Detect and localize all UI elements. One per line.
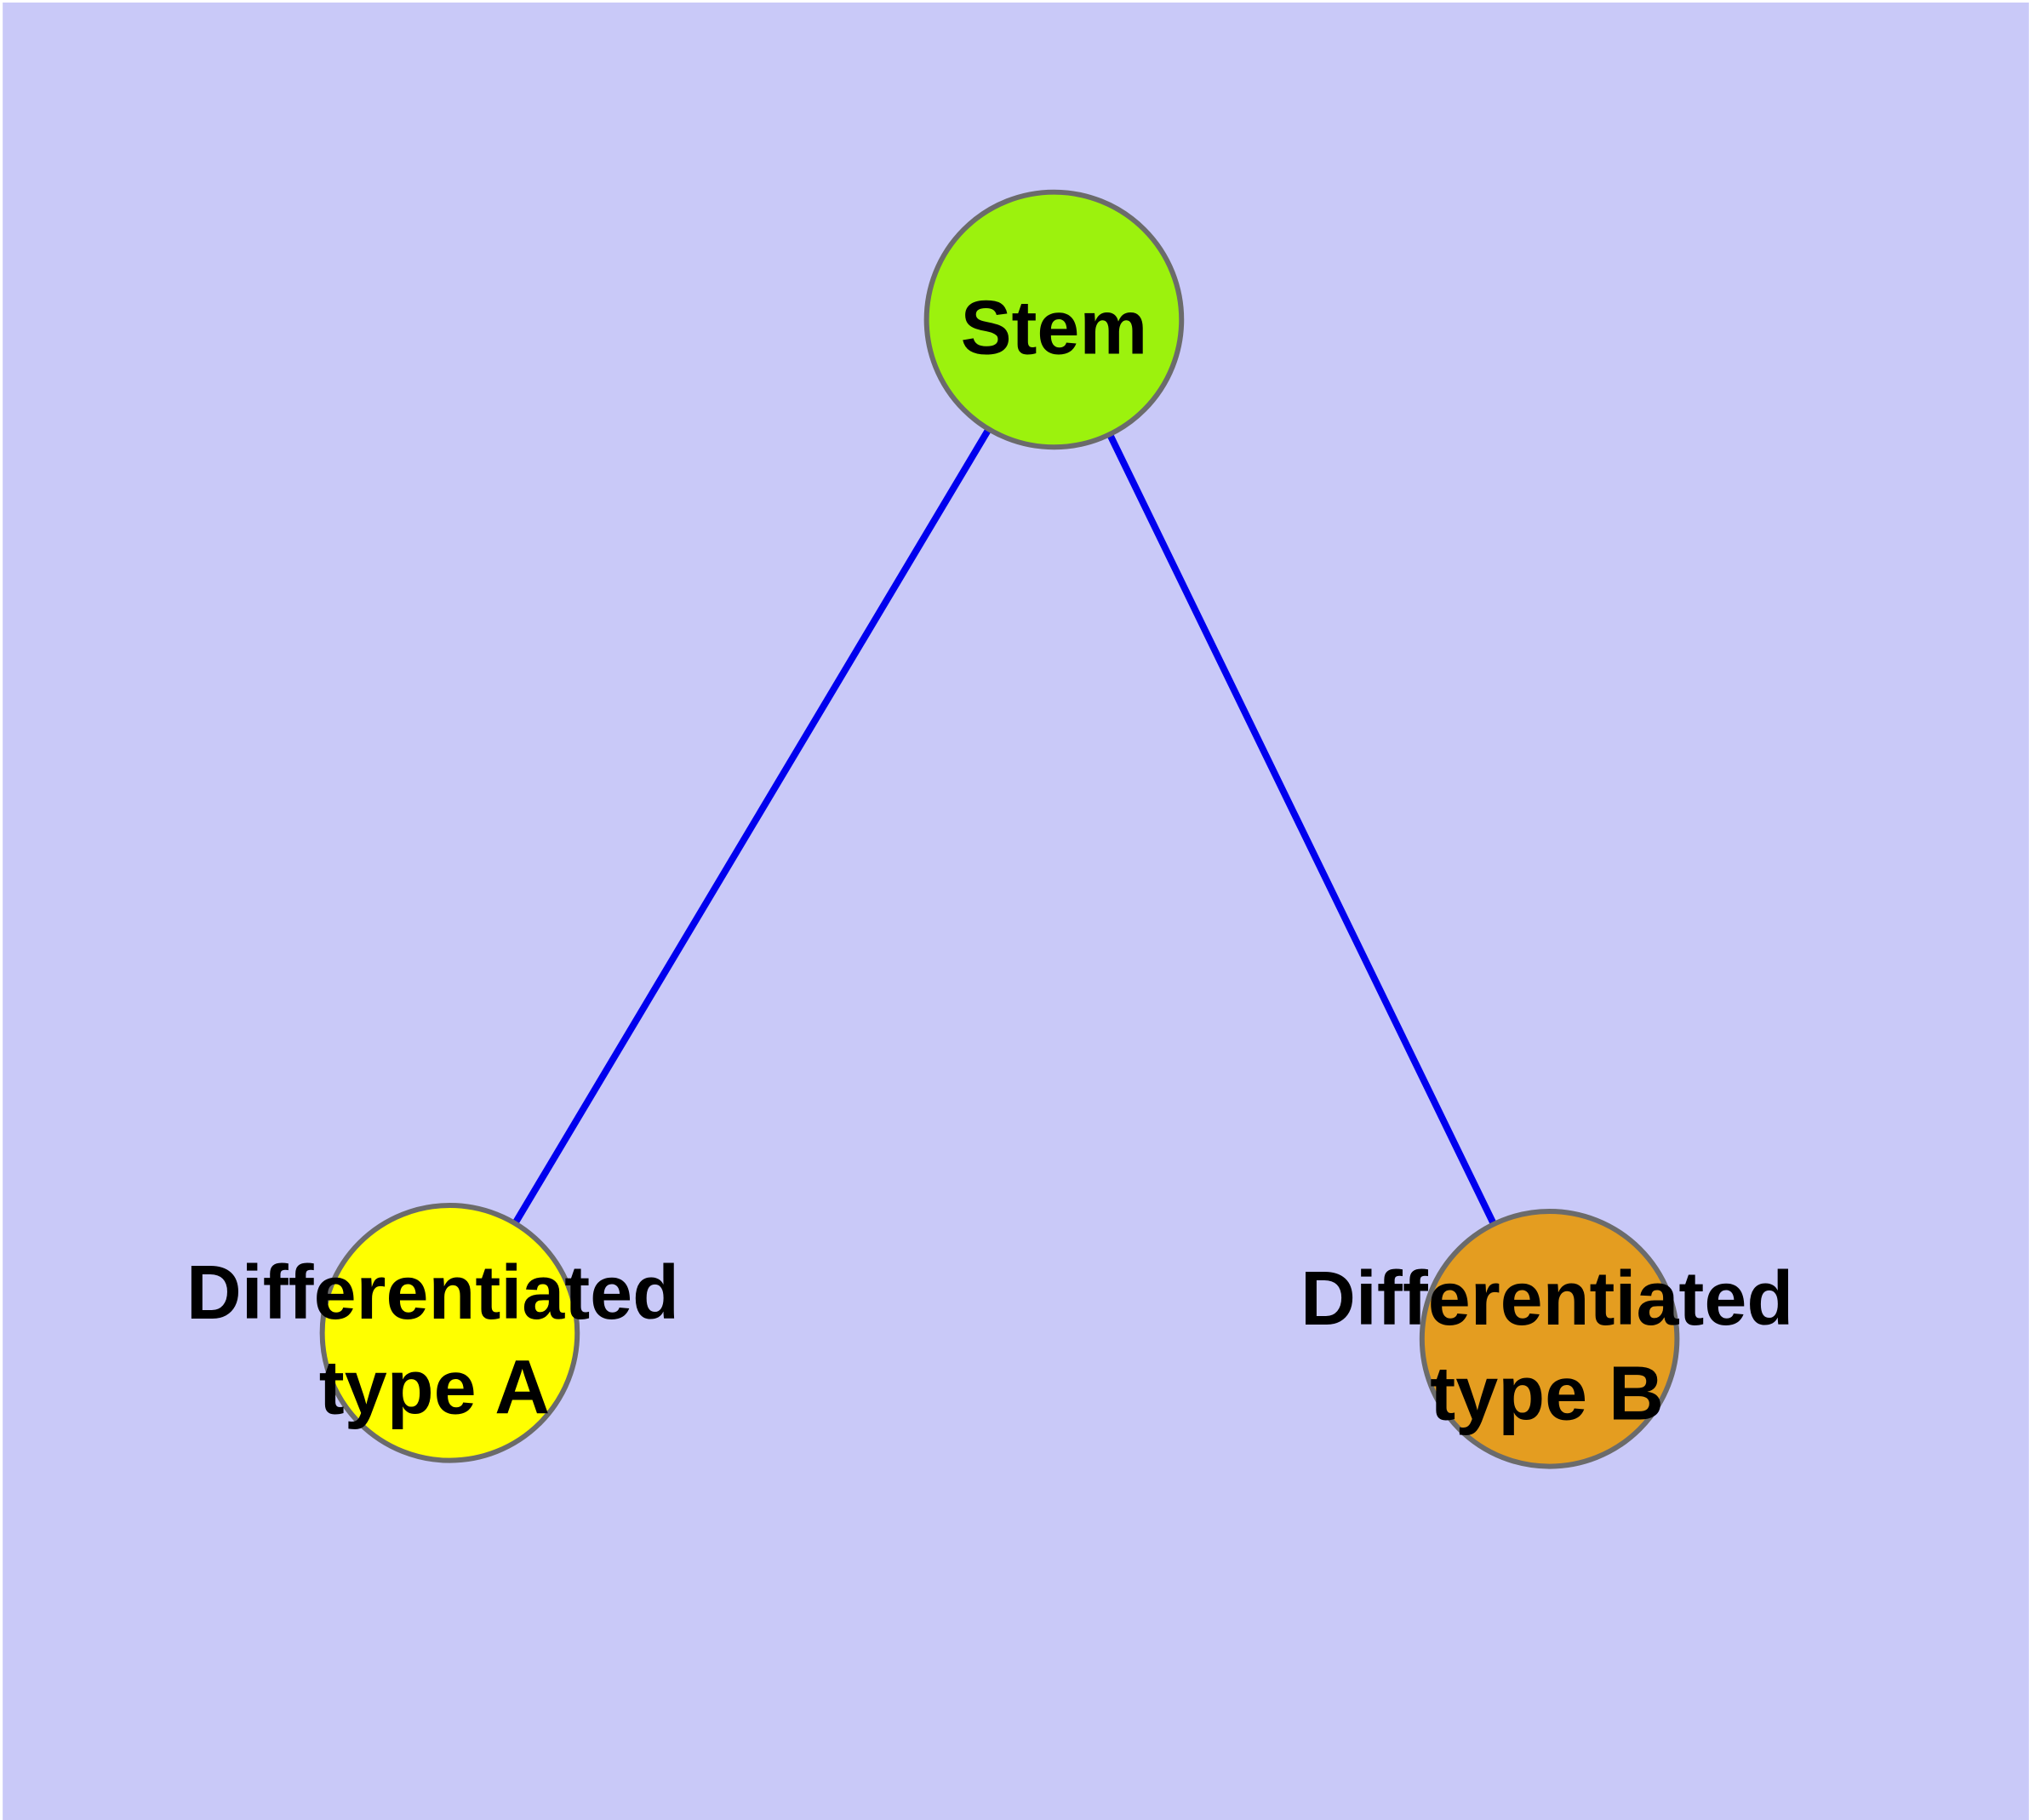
stem-node-label: Stem bbox=[961, 285, 1148, 370]
differentiated-type-b-label-line1: Differentiated bbox=[1300, 1256, 1793, 1342]
edge-stem-to-type-a bbox=[447, 318, 1057, 1335]
differentiated-type-b-label-line2: type B bbox=[1430, 1352, 1664, 1437]
differentiated-type-a-label-line2: type A bbox=[319, 1346, 550, 1431]
differentiated-type-a-node bbox=[319, 1203, 580, 1463]
differentiated-type-a-label-line1: Differentiated bbox=[186, 1251, 679, 1336]
stem-node bbox=[923, 189, 1185, 450]
differentiated-type-b-node bbox=[1419, 1209, 1680, 1469]
edge-stem-to-type-b bbox=[1050, 318, 1553, 1341]
